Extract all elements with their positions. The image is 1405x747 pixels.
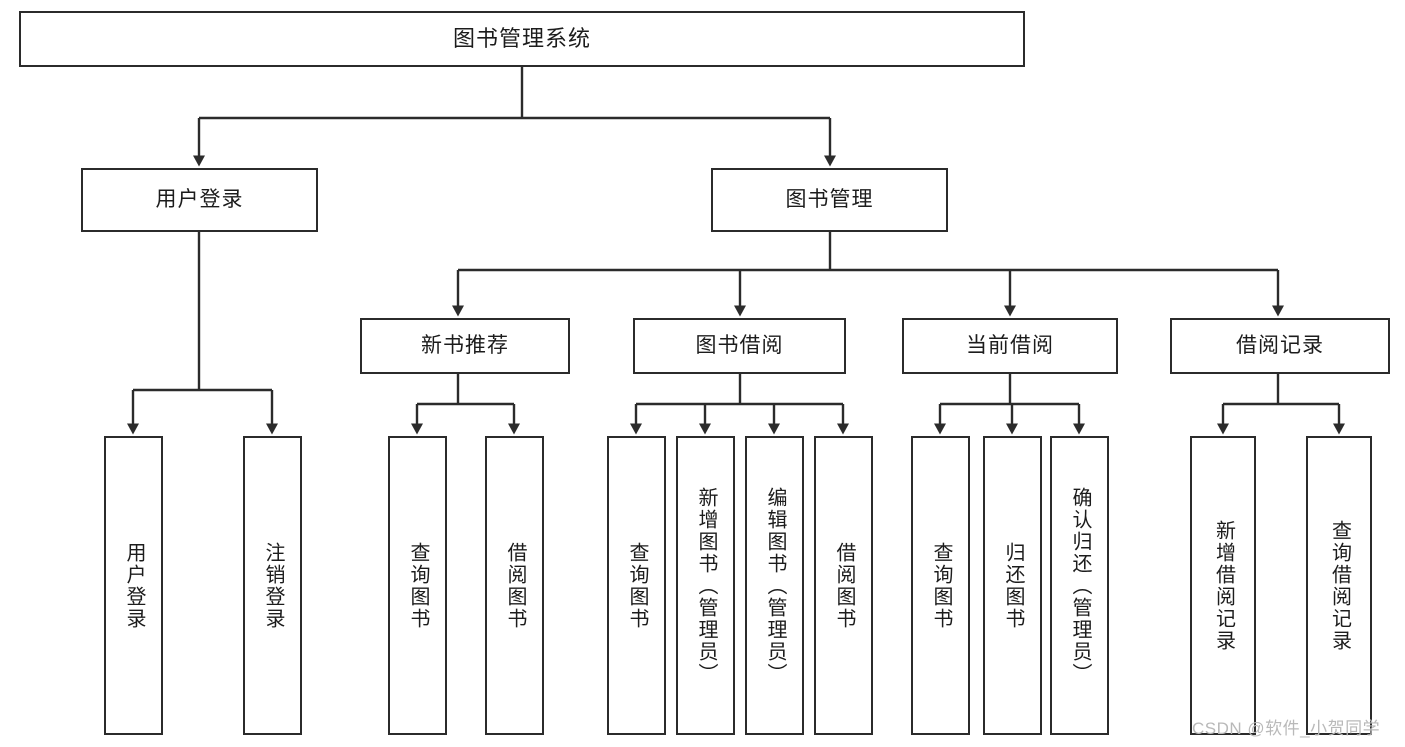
leaf-node-query-book-rec[interactable]: 查询图书: [388, 436, 447, 735]
node-label: 查询图书: [407, 541, 429, 630]
leaf-node-query-borrow-record[interactable]: 查询借阅记录: [1306, 436, 1372, 735]
node-label: 新书推荐: [421, 334, 509, 358]
node-label: 查询图书: [930, 541, 952, 630]
node-book-management-system[interactable]: 图书管理系统: [19, 11, 1025, 67]
node-label: 当前借阅: [966, 334, 1054, 358]
node-label: 确认归还（管理员）: [1069, 486, 1091, 685]
node-label: 图书管理: [785, 188, 874, 212]
node-label: 借阅记录: [1236, 334, 1324, 358]
leaf-node-edit-book-admin[interactable]: 编辑图书（管理员）: [745, 436, 804, 735]
leaf-node-logout[interactable]: 注销登录: [243, 436, 302, 735]
node-label: 查询图书: [626, 541, 648, 630]
node-label: 图书管理系统: [452, 25, 591, 51]
leaf-node-confirm-return-admin[interactable]: 确认归还（管理员）: [1050, 436, 1109, 735]
csdn-watermark: CSDN @软件_小贺同学: [1192, 719, 1381, 738]
leaf-node-query-book-borrow[interactable]: 查询图书: [607, 436, 666, 735]
node-book-management[interactable]: 图书管理: [711, 168, 948, 232]
leaf-node-borrow-book[interactable]: 借阅图书: [814, 436, 873, 735]
node-current-borrowing[interactable]: 当前借阅: [902, 318, 1118, 374]
node-label: 归还图书: [1002, 541, 1024, 630]
node-label: 图书借阅: [695, 334, 784, 358]
leaf-node-return-book[interactable]: 归还图书: [983, 436, 1042, 735]
node-label: 借阅图书: [504, 541, 526, 630]
node-label: 新增借阅记录: [1212, 519, 1235, 652]
node-label: 用户登录: [155, 188, 244, 212]
node-user-login[interactable]: 用户登录: [81, 168, 318, 232]
leaf-node-add-book-admin[interactable]: 新增图书（管理员）: [676, 436, 735, 735]
node-book-borrowing[interactable]: 图书借阅: [633, 318, 846, 374]
node-label: 用户登录: [123, 541, 145, 630]
node-label: 编辑图书（管理员）: [764, 486, 786, 685]
node-new-book-recommendation[interactable]: 新书推荐: [360, 318, 570, 374]
leaf-node-user-login[interactable]: 用户登录: [104, 436, 163, 735]
node-label: 借阅图书: [833, 541, 855, 630]
node-label: 注销登录: [262, 541, 284, 630]
node-borrowing-record[interactable]: 借阅记录: [1170, 318, 1390, 374]
node-label: 新增图书（管理员）: [695, 486, 717, 685]
leaf-node-query-book-current[interactable]: 查询图书: [911, 436, 970, 735]
node-label: 查询借阅记录: [1328, 519, 1351, 652]
leaf-node-borrow-book-rec[interactable]: 借阅图书: [485, 436, 544, 735]
leaf-node-add-borrow-record[interactable]: 新增借阅记录: [1190, 436, 1256, 735]
